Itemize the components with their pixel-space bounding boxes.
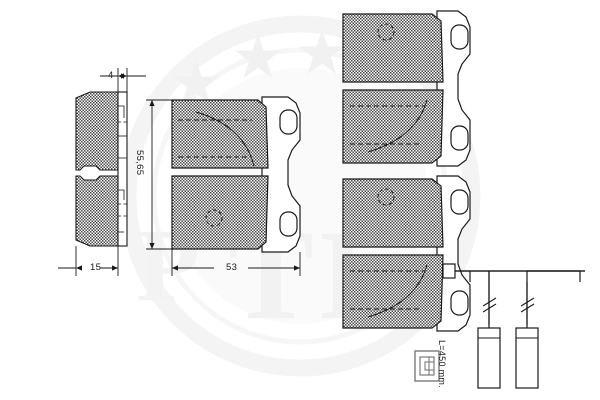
sensor-terminal-1 bbox=[477, 327, 501, 389]
dimension-label-height: 55,65 bbox=[134, 150, 145, 176]
cable-length-label: L=450 mm. bbox=[437, 340, 447, 388]
dimension-label-width: 53 bbox=[226, 262, 238, 273]
front-view-main bbox=[171, 96, 301, 253]
front-view-upper bbox=[342, 10, 471, 167]
wear-sensor-wiring bbox=[455, 270, 581, 325]
dimension-label-thickness: 4 bbox=[108, 70, 114, 81]
dimension-label-depth: 15 bbox=[90, 262, 102, 273]
side-view bbox=[75, 91, 128, 247]
wear-sensor-wire-legs bbox=[455, 270, 585, 328]
wear-sensor-connector-icon bbox=[414, 350, 440, 382]
wire-break-marks bbox=[482, 297, 535, 313]
front-view-sensor bbox=[342, 175, 471, 332]
sensor-terminal-2 bbox=[515, 327, 539, 389]
dimension-lines bbox=[58, 68, 301, 276]
